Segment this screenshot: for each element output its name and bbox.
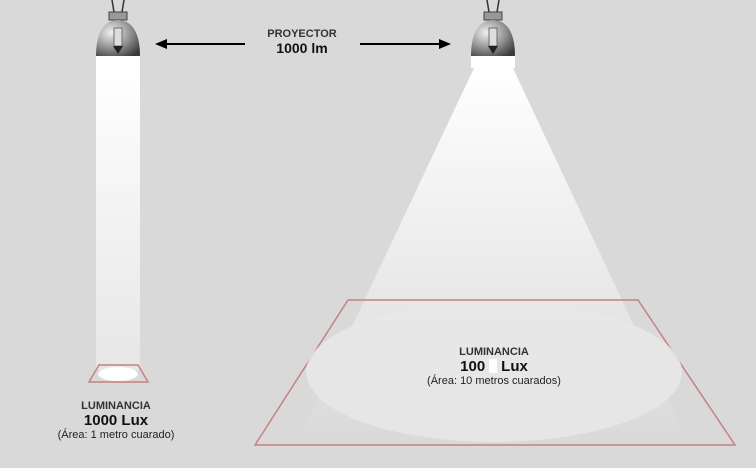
- right-area-note: (Área: 10 metros cuarados): [427, 375, 561, 387]
- left-area-outline: [87, 364, 150, 383]
- left-luminance-title: LUMINANCIA: [81, 400, 151, 412]
- right-luminance-label: LUMINANCIA 100 Lux (Área: 10 metros cuara…: [427, 346, 561, 387]
- right-luminance-number: 100: [460, 358, 486, 375]
- left-luminance-value: 1000 Lux: [83, 412, 149, 429]
- left-projector-icon: [95, 0, 141, 69]
- left-luminance-label: LUMINANCIA 1000 Lux (Área: 1 metro cuara…: [58, 400, 175, 441]
- left-illuminated-area: [98, 367, 138, 381]
- projector-lumens: 1000 lm: [276, 40, 328, 56]
- right-luminance-title: LUMINANCIA: [459, 346, 529, 358]
- left-light-beam: [96, 66, 140, 370]
- projector-title: PROYECTOR: [267, 28, 337, 40]
- left-area-note: (Área: 1 metro cuarado): [57, 429, 175, 441]
- arrow-left-icon: [155, 39, 245, 49]
- right-luminance-unit: Lux: [501, 358, 528, 375]
- projector-label: PROYECTOR 1000 lm: [267, 28, 336, 56]
- arrow-right-icon: [360, 39, 451, 49]
- right-area-outline: [253, 299, 737, 446]
- right-projector-icon: [470, 0, 516, 69]
